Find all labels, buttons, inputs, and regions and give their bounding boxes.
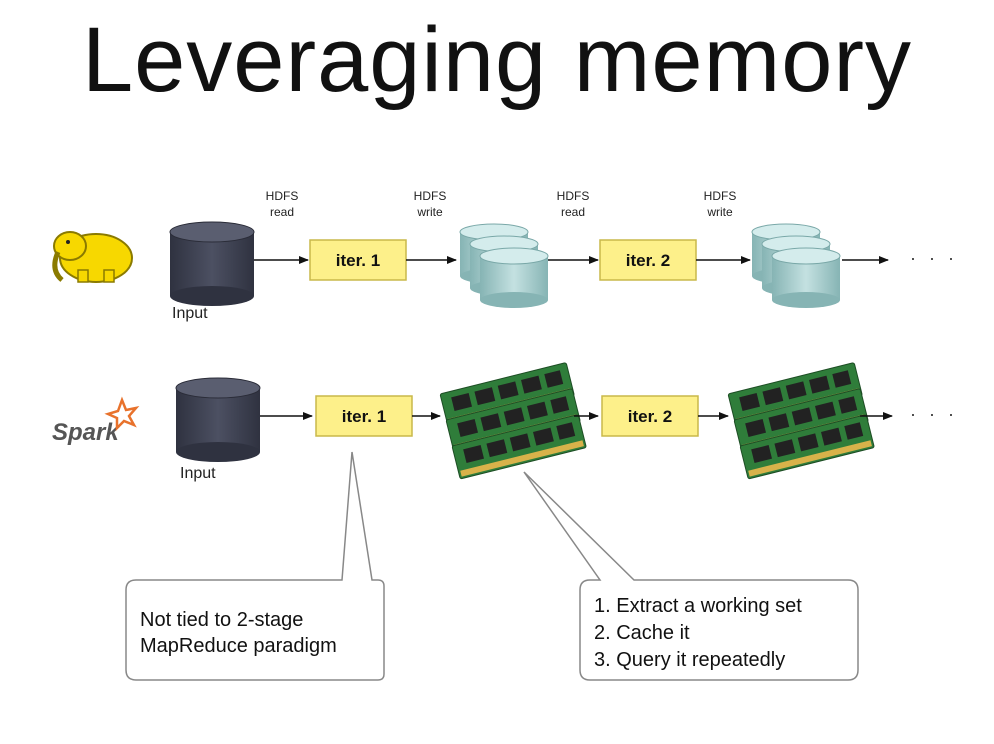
callout-right: 1. Extract a working set 2. Cache it 3. … xyxy=(523,471,859,681)
spark-star-icon xyxy=(104,396,140,432)
hdfs-label-1-line2: read xyxy=(270,205,294,219)
hdfs-label-4-line1: HDFS xyxy=(704,189,737,203)
spark-input-cylinder-icon xyxy=(175,377,261,462)
hdfs-label-2-line1: HDFS xyxy=(414,189,447,203)
hadoop-elephant-icon xyxy=(52,231,133,283)
spark-ellipsis: · · · xyxy=(910,404,958,424)
spark-iter1-box xyxy=(315,395,413,437)
hadoop-input-cylinder-icon xyxy=(169,221,255,306)
callout-left: Not tied to 2-stage MapReduce paradigm xyxy=(125,451,385,681)
hdfs-label-3-line1: HDFS xyxy=(557,189,590,203)
hdfs-label-2-line2: write xyxy=(416,205,443,219)
hdfs-storage-icon-1 xyxy=(459,223,549,308)
callout-right-item-3: 3. Query it repeatedly xyxy=(594,649,785,671)
ram-module-icon-1 xyxy=(439,362,587,480)
hadoop-ellipsis: · · · xyxy=(910,248,958,268)
spark-iter2-box xyxy=(601,395,699,437)
callout-right-item-2: 2. Cache it xyxy=(594,622,690,644)
ram-module-icon-2 xyxy=(727,362,875,480)
callout-left-line-1: Not tied to 2-stage xyxy=(140,609,303,631)
hdfs-storage-icon-2 xyxy=(751,223,841,308)
spark-input-label: Input xyxy=(180,465,216,482)
spark-brand-label: Spark xyxy=(52,419,120,446)
spark-iter2-label: iter. 2 xyxy=(628,407,672,426)
hadoop-iter1-label: iter. 1 xyxy=(336,251,380,270)
hdfs-label-4-line2: write xyxy=(706,205,733,219)
callout-left-line-2: MapReduce paradigm xyxy=(140,635,337,657)
slide-title: Leveraging memory xyxy=(81,9,913,111)
spark-iter1-label: iter. 1 xyxy=(342,407,386,426)
hadoop-iter2-label: iter. 2 xyxy=(626,251,670,270)
spark-logo: Spark xyxy=(52,396,140,446)
hdfs-label-3-line2: read xyxy=(561,205,585,219)
hadoop-iter2-box xyxy=(599,239,697,281)
hdfs-label-1-line1: HDFS xyxy=(266,189,299,203)
hadoop-input-label: Input xyxy=(172,305,208,322)
callout-right-item-1: 1. Extract a working set xyxy=(594,595,802,617)
